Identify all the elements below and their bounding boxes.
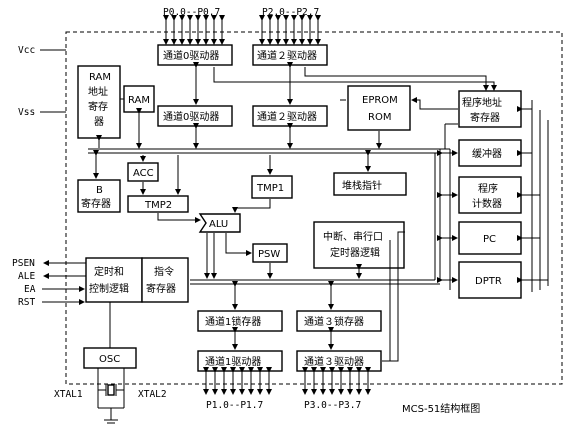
timing-control-l2: 控制逻辑 — [89, 282, 129, 295]
b-reg-box — [77, 179, 121, 213]
acc-box — [127, 162, 159, 182]
ram-addr-reg-box — [77, 65, 121, 139]
tmp2-box — [127, 195, 189, 213]
crystal-icon — [97, 368, 125, 424]
vcc-label: Vcc — [18, 45, 35, 56]
p2-pins-label: P2.0--P2.7 — [262, 7, 319, 18]
b-reg-l2: 寄存器 — [81, 197, 111, 210]
xtal2-label: XTAL2 — [138, 389, 167, 400]
p3-driver-label: 通道３驱动器 — [304, 355, 364, 368]
p3-latch-box — [296, 310, 382, 332]
tmp1-label: TMP1 — [256, 183, 284, 194]
pc-addr-reg-l1: 程序地址 — [462, 96, 502, 109]
p1-driver-label: 通道1驱动器 — [205, 355, 261, 368]
instr-reg-box — [141, 257, 189, 303]
pc-label: PC — [483, 234, 496, 245]
diagram-caption: MCS-51结构框图 — [402, 402, 480, 415]
acc-label: ACC — [133, 168, 154, 179]
timing-control-l1: 定时和 — [94, 265, 124, 278]
ale-label: ALE — [18, 271, 35, 282]
stack-pointer-box — [333, 172, 407, 196]
instr-reg-l2: 寄存器 — [146, 282, 176, 295]
p3-pins-label: P3.0--P3.7 — [304, 400, 361, 411]
b-reg-l1: B — [96, 185, 103, 196]
ram-addr-reg-l1: RAM — [89, 72, 111, 83]
dptr-box — [458, 261, 522, 299]
pc-addr-reg-l2: 寄存器 — [470, 111, 500, 124]
timing-control-box — [85, 257, 143, 303]
p1-latch-label: 通道1锁存器 — [205, 315, 261, 328]
ram-addr-reg-l4: 器 — [94, 116, 104, 128]
p0-latch-label: 通道0驱动器 — [163, 110, 219, 123]
alu-label: ALU — [209, 219, 228, 230]
interrupt-timer-box — [313, 221, 405, 269]
eprom-label-l2: ROM — [368, 112, 391, 123]
rst-label: RST — [18, 297, 35, 308]
eprom-box — [347, 85, 411, 131]
pc-addr-reg-box — [458, 90, 522, 128]
psen-label: PSEN — [12, 258, 35, 269]
vss-label: Vss — [18, 107, 35, 118]
ram-box — [123, 85, 155, 113]
p0-pins-label: P0.0--P0.7 — [163, 7, 220, 18]
pc-box — [458, 221, 522, 255]
interrupt-timer-l2: 定时器逻辑 — [330, 246, 380, 259]
p3-latch-label: 通道３锁存器 — [304, 315, 364, 328]
ram-addr-reg-l2: 地址 — [88, 85, 108, 98]
buffer-box — [458, 139, 522, 167]
tmp2-label: TMP2 — [144, 200, 172, 211]
p0-pin-arrows — [163, 15, 225, 45]
p2-pin-arrows — [259, 15, 321, 45]
pc-counter-l1: 程序 — [478, 182, 498, 195]
interrupt-timer-l1: 中断、串行口 — [323, 230, 383, 243]
tmp1-box — [251, 175, 293, 199]
dptr-label: DPTR — [475, 276, 502, 287]
p0-driver-label: 通道0驱动器 — [163, 49, 219, 62]
internal-buses — [88, 62, 549, 362]
eprom-label-l1: EPROM — [362, 95, 398, 106]
p2-latch-label: 通道２驱动器 — [257, 110, 317, 123]
instr-reg-l1: 指令 — [154, 265, 174, 278]
ram-label: RAM — [128, 95, 150, 106]
buffer-label: 缓冲器 — [472, 147, 502, 160]
ea-label: EA — [24, 284, 36, 295]
osc-label: OSC — [99, 354, 120, 365]
alu-box — [198, 213, 241, 233]
p1-pin-arrows — [203, 367, 272, 395]
xtal1-label: XTAL1 — [54, 389, 83, 400]
control-signal-lines — [42, 260, 86, 305]
p3-pin-arrows — [302, 367, 371, 395]
p2-driver-label: 通道２驱动器 — [257, 49, 317, 62]
p1-latch-box — [197, 310, 283, 332]
p1-pins-label: P1.0--P1.7 — [206, 400, 263, 411]
ram-addr-reg-l3: 寄存 — [88, 100, 108, 113]
psw-box — [252, 243, 288, 263]
pc-counter-l2: 计数器 — [472, 197, 502, 210]
psw-label: PSW — [258, 249, 280, 260]
stack-pointer-label: 堆栈指针 — [342, 179, 382, 192]
